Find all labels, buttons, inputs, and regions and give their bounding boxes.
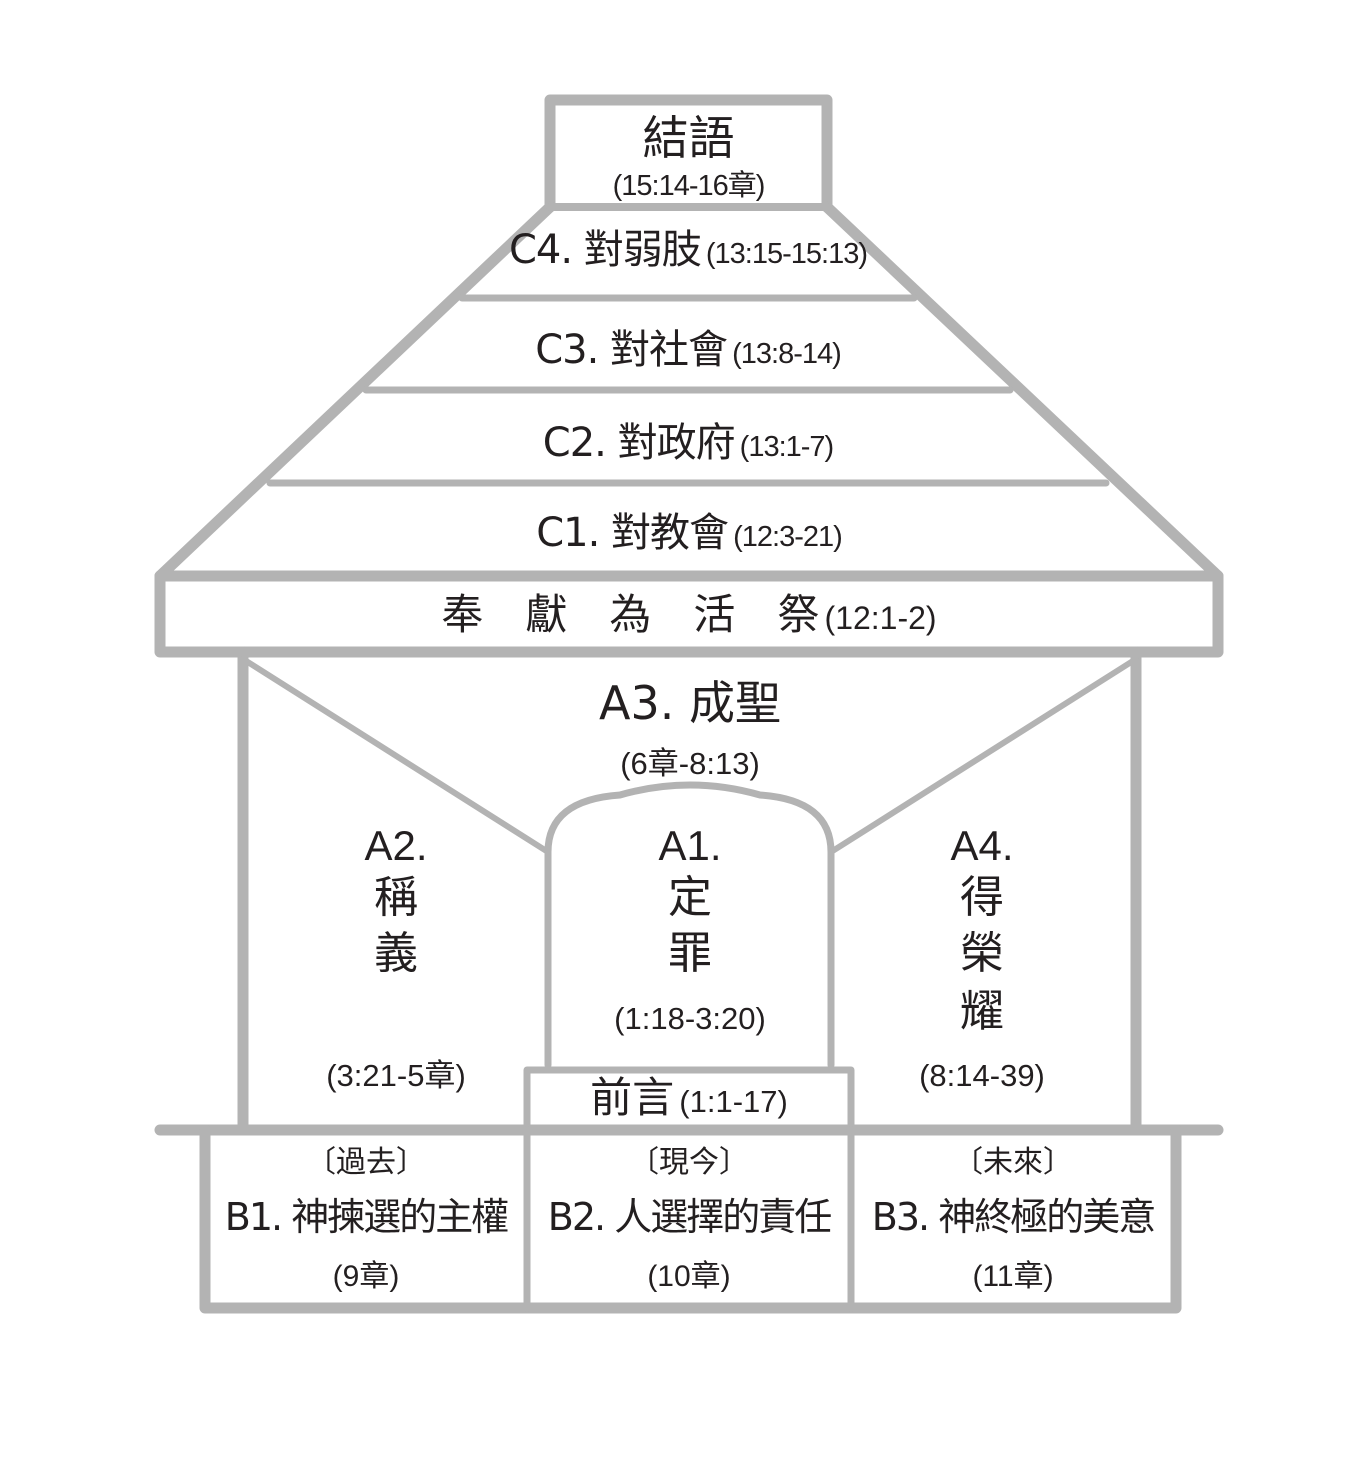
beam-label: 奉 獻 為 活 祭 <box>441 590 820 639</box>
tier-c1-label: C1. 對教會 <box>536 510 729 556</box>
b3-label: B3. 神終極的美意 <box>871 1195 1156 1239</box>
chimney-outline <box>544 94 833 213</box>
intro: 前言 (1:1-17) <box>530 1077 848 1119</box>
a2-char-1: 稱 <box>374 872 418 923</box>
conclusion-title: 結語 <box>642 111 735 165</box>
a2-ref: (3:21-5章) <box>326 1058 466 1093</box>
tier-c2-ref: (13:1-7) <box>739 431 835 463</box>
b1-label: B1. 神揀選的主權 <box>224 1195 509 1239</box>
diagonal-right <box>828 656 1139 855</box>
a1-char-2: 罪 <box>668 928 712 979</box>
a3-label: A3. 成聖 <box>599 676 781 730</box>
b2-label: B2. 人選擇的責任 <box>547 1195 832 1239</box>
tier-c2: C2. 對政府 (13:1-7) <box>270 423 1106 463</box>
b1-period: 〔過去〕 <box>306 1145 426 1180</box>
b3-period: 〔未來〕 <box>953 1145 1073 1180</box>
a4-char-1: 得 <box>960 872 1004 923</box>
arch-outline <box>544 781 835 1069</box>
roof-left-edge <box>154 201 556 582</box>
roof-right-edge <box>821 201 1224 582</box>
tier-c1: C1. 對教會 (12:3-21) <box>174 513 1204 553</box>
tier-c1-ref: (12:3-21) <box>733 521 843 553</box>
diagonal-left <box>240 656 551 855</box>
a3-ref: (6章-8:13) <box>620 746 760 781</box>
a4-ref: (8:14-39) <box>919 1058 1045 1093</box>
a1-char-1: 定 <box>668 872 712 923</box>
tier-c2-label: C2. 對政府 <box>542 420 736 466</box>
tier-c4-ref: (13:15-15:13) <box>705 238 868 270</box>
a2-num: A2. <box>364 822 428 869</box>
a1-ref: (1:18-3:20) <box>614 1001 766 1036</box>
tier-c4: C4. 對弱肢 (13:15-15:13) <box>462 230 914 270</box>
intro-ref: (1:1-17) <box>679 1084 788 1119</box>
foundation-outline <box>199 1124 1182 1314</box>
beam: 奉 獻 為 活 祭 (12:1-2) <box>165 594 1213 636</box>
tier-c3: C3. 對社會 (13:8-14) <box>366 330 1010 370</box>
beam-ref: (12:1-2) <box>824 600 937 636</box>
a4-char-2: 榮 <box>960 928 1004 979</box>
intro-box-outline <box>523 1066 855 1132</box>
b3-ref: (11章) <box>972 1260 1054 1293</box>
tier-c4-label: C4. 對弱肢 <box>508 227 702 273</box>
conclusion-ref: (15:14-16章) <box>612 170 766 202</box>
b2-period: 〔現今〕 <box>629 1145 749 1180</box>
a4-char-3: 耀 <box>960 986 1004 1037</box>
a4-num: A4. <box>950 822 1014 869</box>
a1-num: A1. <box>658 822 722 869</box>
intro-label: 前言 <box>590 1073 675 1122</box>
beam-outline <box>154 570 1224 658</box>
b2-ref: (10章) <box>647 1260 731 1293</box>
tier-c3-ref: (13:8-14) <box>732 338 842 370</box>
a2-char-2: 義 <box>374 928 418 979</box>
tier-c3-label: C3. 對社會 <box>535 327 728 373</box>
b1-ref: (9章) <box>332 1260 400 1293</box>
